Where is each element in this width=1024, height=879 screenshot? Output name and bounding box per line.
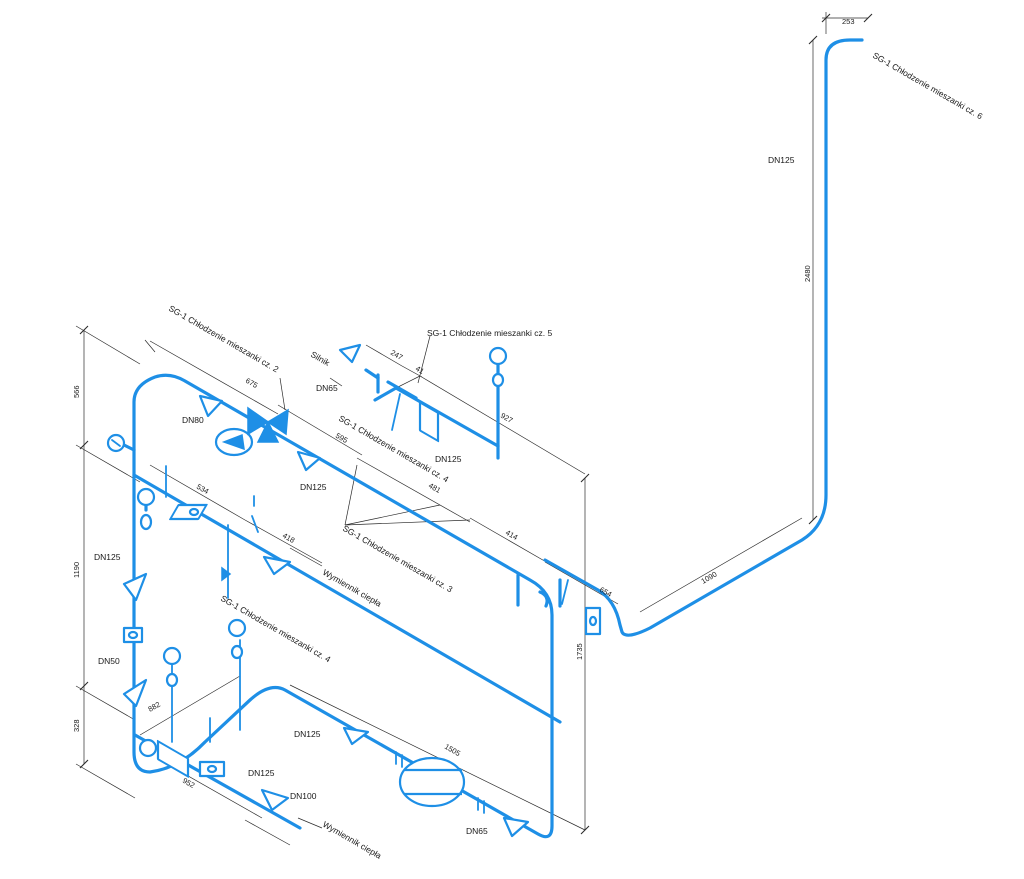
label-sg1-cz3: SG-1 Chłodzenie mieszanki cz. 3 [341,523,455,594]
label-sg1-cz6: SG-1 Chłodzenie mieszanki cz. 6 [871,50,985,121]
dim-675: 675 [244,376,259,390]
dim-595: 595 [334,431,349,445]
check-valve-9 [338,343,362,364]
gauge-3 [488,346,508,388]
components [106,343,602,838]
check-valve-7 [260,788,290,812]
dim-41: 41 [414,364,426,376]
dim-253: 253 [842,17,855,26]
dim-566: 566 [72,385,81,398]
label-wymiennik-2: Wymiennik ciepła [321,819,383,861]
filter-right [584,606,602,636]
check-valve-4 [122,572,148,602]
dim-1735: 1735 [575,643,584,660]
riser-pipe [543,38,864,637]
filter-bottom-2 [198,760,226,778]
dim-1090: 1090 [700,570,719,586]
dim-1190: 1190 [72,562,81,578]
pump-symbol-top [214,427,254,457]
dim-481: 481 [427,481,442,495]
dim-534: 534 [195,482,210,496]
dimension-lines [75,12,873,846]
flange-breaks [165,393,569,814]
pump-symbol-bottom [398,756,466,808]
filter-top [418,401,440,443]
dim-1505: 1505 [443,742,462,758]
size-dn125-riser: DN125 [768,155,795,165]
dim-418: 418 [281,531,296,545]
dim-328: 328 [72,719,81,732]
three-way-valve [247,406,289,443]
check-valve-2 [296,450,322,472]
dim-2480: 2480 [803,265,812,282]
dim-927: 927 [499,411,514,425]
main-loop-pipe [132,373,554,839]
size-dn65-bottom: DN65 [466,826,488,836]
gauge-4 [227,618,247,660]
gauge-5 [162,646,182,688]
label-sg1-cz5: SG-1 Chłodzenie mieszanki cz. 5 [427,328,552,338]
dim-414: 414 [504,528,519,542]
gauge-2 [136,487,156,531]
pipe-network [116,38,864,839]
dim-654: 654 [598,585,613,599]
annotations: SG-1 Chłodzenie mieszanki cz. 6 SG-1 Chł… [72,17,985,861]
size-dn80: DN80 [182,415,204,425]
size-dn100: DN100 [290,791,317,801]
label-sg1-cz2: SG-1 Chłodzenie mieszanki cz. 2 [167,303,281,374]
dim-952: 952 [181,776,196,790]
dim-882: 882 [147,700,162,714]
check-valve-5 [122,678,148,708]
check-valve-6 [342,726,370,746]
size-dn125-upper-mid: DN125 [300,482,327,492]
size-dn65-top: DN65 [316,383,338,393]
filter-mid [169,503,208,521]
size-dn125-bottom-left: DN125 [248,768,275,778]
check-valve-1 [198,394,224,418]
gauge-1 [106,433,126,453]
filter-bottom-1 [156,739,190,778]
label-silnik: Silnik [309,349,332,368]
check-valve-8 [502,816,530,838]
size-dn125-bottom: DN125 [294,729,321,739]
gauge-6 [138,738,158,758]
check-valve-3 [262,555,292,576]
size-dn125-top: DN125 [435,454,462,464]
filter-left [122,626,144,644]
size-dn125-left: DN125 [94,552,121,562]
size-dn50: DN50 [98,656,120,666]
